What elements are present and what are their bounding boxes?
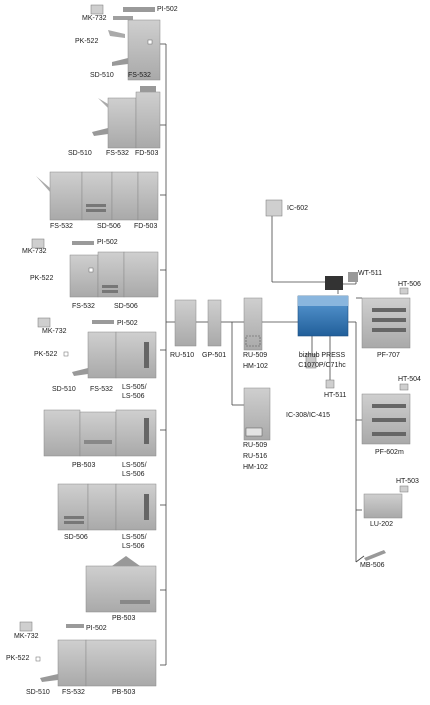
label-pk522: PK-522 xyxy=(6,655,30,662)
label-pf602m: PF-602m xyxy=(375,449,404,456)
label-ht504: HT-504 xyxy=(398,376,421,383)
label-lu202: LU-202 xyxy=(370,521,393,528)
unit-fs532-row1 xyxy=(90,4,161,81)
label-mk732: MK-732 xyxy=(82,15,107,22)
label-sd506: SD-506 xyxy=(97,223,121,230)
label-sd510: SD-510 xyxy=(26,689,50,696)
label-fd503: FD-503 xyxy=(134,223,158,230)
label-ru509: RU-509 xyxy=(243,442,268,449)
label-c1070p: C1070P/C71hc xyxy=(298,362,346,369)
unit-mb506 xyxy=(364,550,386,561)
label-pi502: PI-502 xyxy=(86,625,107,632)
unit-pb503-row8 xyxy=(85,556,157,613)
unit-fs532-sd506-fd503-row3 xyxy=(36,171,159,221)
label-pk522: PK-522 xyxy=(30,275,54,282)
label-fs532: FS-532 xyxy=(50,223,73,230)
unit-fs532-ls505-row5 xyxy=(37,317,157,379)
label-bizhub-press: bizhub PRESS xyxy=(298,352,346,359)
label-ls505: LS-505/ xyxy=(122,384,147,391)
label-pf707: PF-707 xyxy=(377,352,400,359)
label-sd510: SD-510 xyxy=(90,72,114,79)
label-ls505: LS-505/ xyxy=(122,534,147,541)
label-wt511: WT-511 xyxy=(358,270,382,277)
label-mk732: MK-732 xyxy=(22,248,47,255)
label-ru510: RU-510 xyxy=(170,352,195,359)
label-ht511: HT-511 xyxy=(324,392,347,399)
label-pb503: PB-503 xyxy=(112,615,136,622)
label-ls506: LS-506 xyxy=(122,393,145,400)
label-ht503: HT-503 xyxy=(396,478,419,485)
unit-sd506-ls505-row7 xyxy=(57,483,157,531)
unit-fs532-pb503-row9 xyxy=(19,621,157,687)
label-sd506: SD-506 xyxy=(114,303,138,310)
label-fs532: FS-532 xyxy=(128,72,151,79)
label-mb506: MB-506 xyxy=(360,562,385,569)
unit-lu202 xyxy=(363,485,409,519)
label-hm102: HM-102 xyxy=(243,464,268,471)
unit-pf707 xyxy=(361,287,411,349)
label-pb503: PB-503 xyxy=(72,462,96,469)
label-fs532: FS-532 xyxy=(106,150,129,157)
label-pb503: PB-503 xyxy=(112,689,136,696)
label-fs532: FS-532 xyxy=(90,386,113,393)
label-mk732: MK-732 xyxy=(14,633,39,640)
label-ru509: RU-509 xyxy=(243,352,268,359)
label-mk732: MK-732 xyxy=(42,328,67,335)
label-ic602: IC-602 xyxy=(287,205,309,212)
label-sd510: SD-510 xyxy=(68,150,92,157)
label-pk522: PK-522 xyxy=(75,38,99,45)
label-sd510: SD-510 xyxy=(52,386,76,393)
label-pi502: PI-502 xyxy=(97,239,118,246)
label-ls506: LS-506 xyxy=(122,543,145,550)
unit-ru509-ru516-hm102 xyxy=(243,387,271,441)
label-ic308: IC-308/IC-415 xyxy=(286,412,330,419)
unit-pf602m xyxy=(361,383,411,445)
label-ls506: LS-506 xyxy=(122,471,145,478)
label-sd506: SD-506 xyxy=(64,534,88,541)
label-fs532: FS-532 xyxy=(72,303,95,310)
label-hm102: HM-102 xyxy=(243,363,268,370)
label-ls505: LS-505/ xyxy=(122,462,147,469)
unit-fs532-fd503-row2 xyxy=(92,86,161,149)
label-pi502: PI-502 xyxy=(157,6,178,13)
label-pk522: PK-522 xyxy=(34,351,58,358)
label-fs532: FS-532 xyxy=(62,689,85,696)
label-ht506: HT-506 xyxy=(398,281,421,288)
label-gp501: GP-501 xyxy=(202,352,227,359)
unit-pb503-ls505-row6 xyxy=(43,409,157,457)
unit-fs532-sd506-row4 xyxy=(31,238,159,298)
label-ru516: RU-516 xyxy=(243,453,268,460)
label-pi502: PI-502 xyxy=(117,320,138,327)
unit-ru509-hm102 xyxy=(243,297,263,351)
label-fd503: FD-503 xyxy=(135,150,159,157)
main-engine-graphic xyxy=(265,199,358,389)
unit-ru510-gp501 xyxy=(174,299,222,347)
